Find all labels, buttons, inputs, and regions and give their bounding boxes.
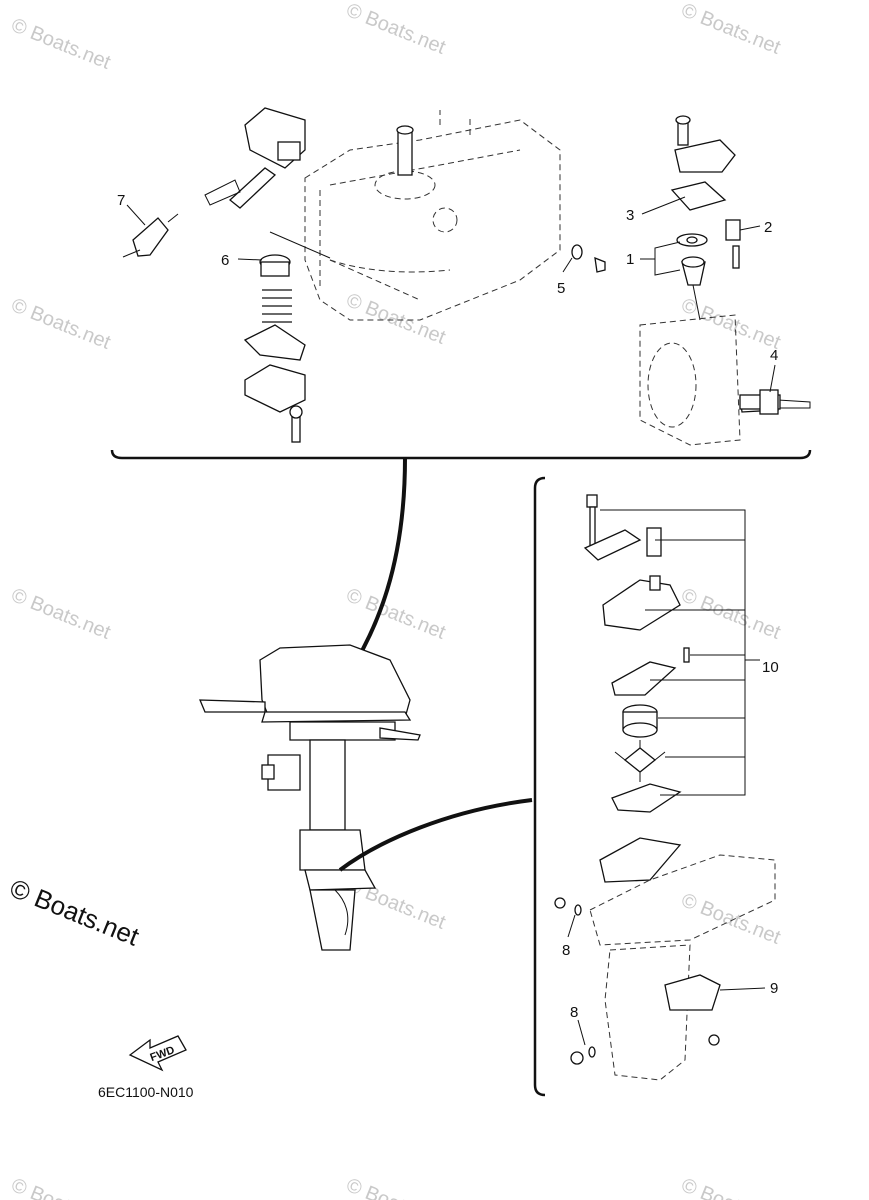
callout-4: 4 <box>770 347 778 364</box>
callout-8b: 8 <box>570 1004 578 1021</box>
pump-pin <box>683 647 690 663</box>
leader-line-10 <box>600 509 760 796</box>
outboard-motor <box>199 457 533 951</box>
leader-line-2 <box>739 225 761 231</box>
watermark-text: © Boats.net <box>343 1174 449 1200</box>
pump-housing <box>602 579 681 631</box>
callout-9: 9 <box>770 980 778 997</box>
section-bracket-top <box>110 449 812 460</box>
watermark-text: © Boats.net <box>343 0 449 59</box>
section-bracket-right <box>533 476 546 1097</box>
watermark-text: © Boats.net <box>678 584 784 644</box>
engine-block-outline <box>304 110 561 321</box>
watermark-main: © Boats.net <box>6 873 144 952</box>
watermark-text: © Boats.net <box>678 294 784 354</box>
drain-screw-lower <box>570 1046 596 1065</box>
leader-line-1 <box>640 241 681 276</box>
callout-7: 7 <box>117 192 125 209</box>
powerhead-section: 7 6 5 3 2 1 4 <box>110 107 812 460</box>
fuel-pump-stack <box>670 115 741 321</box>
pump-gasket <box>611 661 677 696</box>
callout-8a: 8 <box>562 942 570 959</box>
spark-plug-part-4 <box>739 389 781 415</box>
callout-1: 1 <box>626 251 634 268</box>
watermark-text: © Boats.net <box>343 289 449 349</box>
callout-10: 10 <box>762 659 779 676</box>
cylinder-head-outline <box>639 314 811 446</box>
watermark-text: © Boats.net <box>8 14 114 74</box>
leader-line-9 <box>719 987 766 991</box>
pump-outer-plate <box>611 783 682 813</box>
gasket-part-5 <box>571 244 606 273</box>
pump-plate <box>583 529 642 561</box>
diagram-code: 6EC1100-N010 <box>98 1084 194 1100</box>
pump-sleeve <box>646 527 662 557</box>
thermostat-part-6 <box>243 231 331 443</box>
leader-line-4 <box>769 364 776 393</box>
watermark-text: © Boats.net <box>678 889 784 949</box>
watermark-text: © Boats.net <box>678 0 784 59</box>
watermark-text: © Boats.net <box>8 294 114 354</box>
leader-line-5 <box>562 257 573 273</box>
watermark-text: © Boats.net <box>678 1174 784 1200</box>
fuel-linkage-part-7 <box>122 107 306 258</box>
pump-insert <box>622 704 658 738</box>
leader-line-3 <box>641 196 686 215</box>
watermark-text: © Boats.net <box>343 584 449 644</box>
watermark-text: © Boats.net <box>8 584 114 644</box>
lower-unit-outline <box>589 837 776 1081</box>
leader-line-8b <box>577 1019 586 1046</box>
watermark-text: © Boats.net <box>8 1174 114 1200</box>
pump-impeller <box>614 740 666 782</box>
callout-5: 5 <box>557 280 565 297</box>
leader-line-7 <box>126 204 146 226</box>
callout-2: 2 <box>764 219 772 236</box>
leader-line-8a <box>567 914 576 938</box>
callout-3: 3 <box>626 207 634 224</box>
drain-screw-upper <box>554 897 582 916</box>
fwd-arrow: FWD <box>128 1035 187 1072</box>
callout-6: 6 <box>221 252 229 269</box>
water-pump-section: 10 8 8 9 <box>533 476 779 1097</box>
pump-bolt <box>586 494 598 548</box>
leader-line-6 <box>237 258 263 261</box>
